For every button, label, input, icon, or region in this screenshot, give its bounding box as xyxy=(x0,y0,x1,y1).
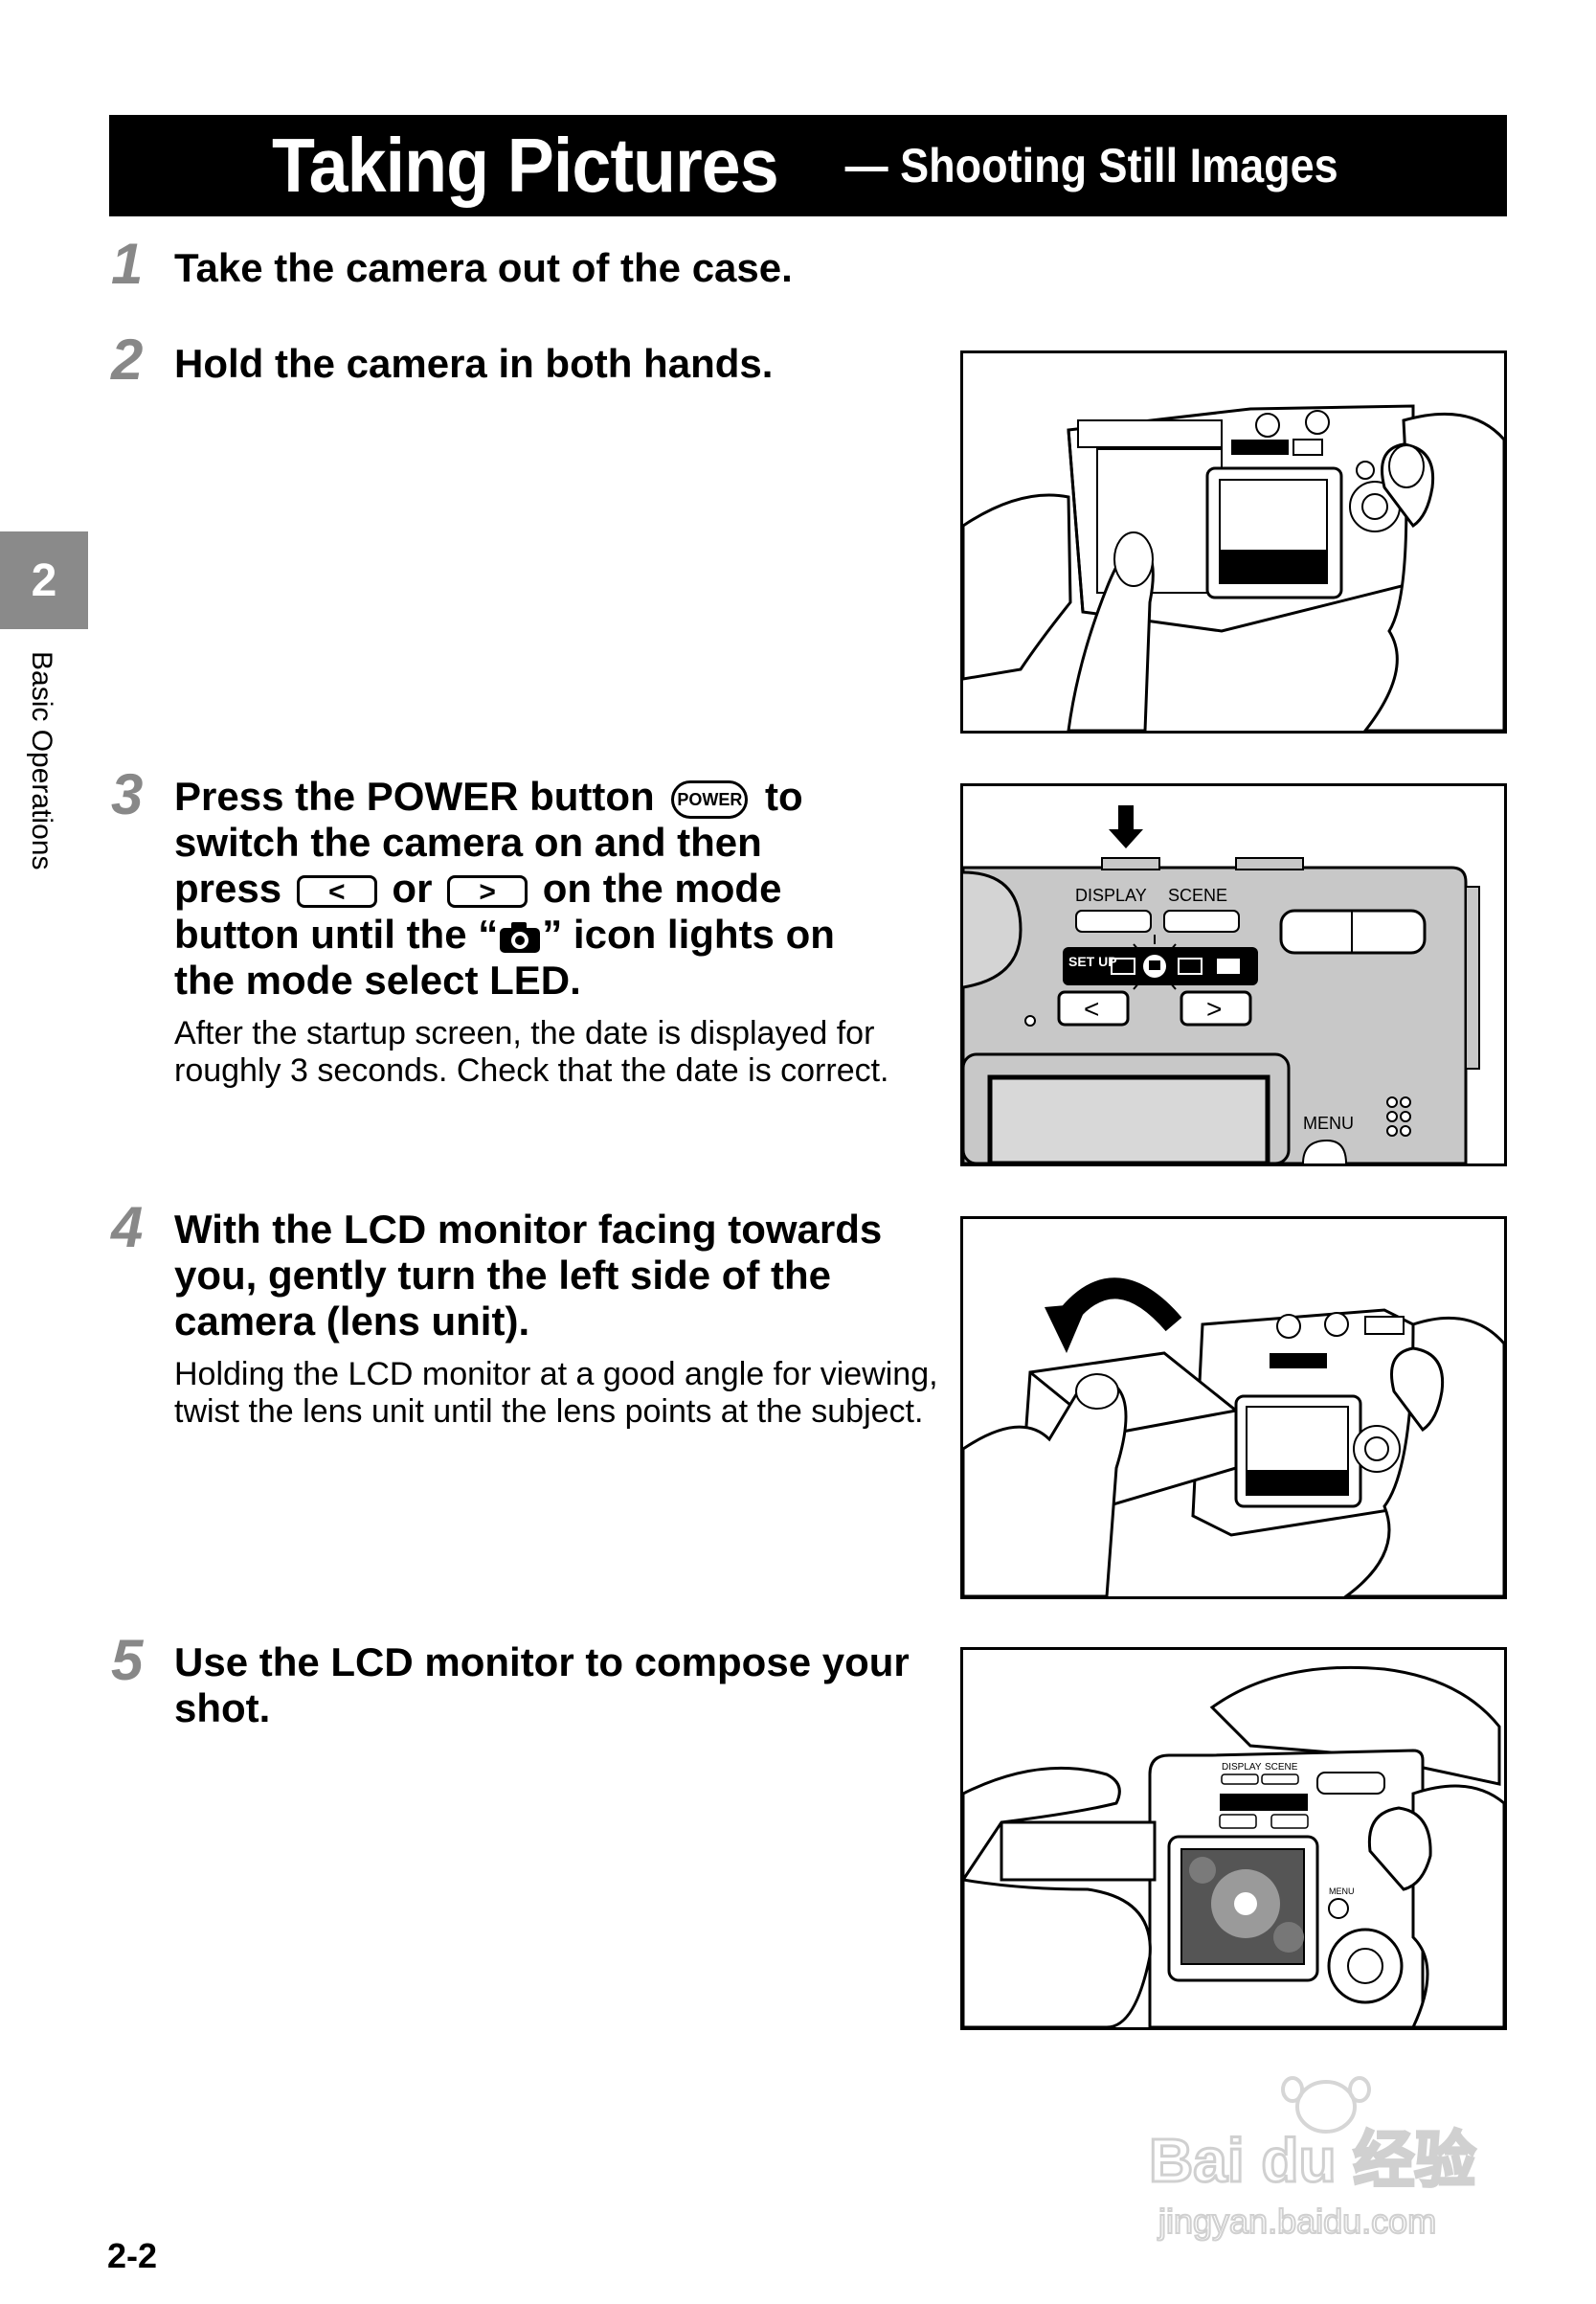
page-subtitle: — Shooting Still Images xyxy=(844,139,1338,192)
setup-label: SET UP xyxy=(1068,954,1117,969)
step-3-heading-line5: the mode select LED. xyxy=(174,958,581,1003)
step-3-heading-part2: to xyxy=(765,774,803,819)
mode-buttons-illustration: DISPLAY SCENE SET UP < > MENU xyxy=(963,786,1504,1163)
step-2-heading: Hold the camera in both hands. xyxy=(174,341,774,386)
display-button xyxy=(1075,910,1152,933)
fig5-display-label: DISPLAY xyxy=(1222,1762,1262,1773)
step-5-number: 5 xyxy=(111,1628,144,1692)
step-3-heading: Press the POWER button POWER to switch t… xyxy=(174,774,940,1004)
figure-compose-shot: DISPLAY SCENE MENU xyxy=(960,1647,1507,2030)
left-button-icon: < xyxy=(296,874,377,908)
hold-camera-illustration xyxy=(963,404,1504,731)
display-label: DISPLAY xyxy=(1075,886,1147,905)
baidu-watermark-logo: Bai du 经验 jingyan.baidu.com xyxy=(1148,2076,1477,2242)
fig-left-button xyxy=(1057,990,1130,1027)
chapter-tab: 2 xyxy=(0,531,88,629)
scene-label: SCENE xyxy=(1168,886,1227,905)
title-banner: Taking Pictures — Shooting Still Images xyxy=(109,115,1507,216)
step-3-heading-mode: on the mode xyxy=(542,866,782,911)
page-title: Taking Pictures xyxy=(272,123,779,208)
fig5-menu-label: MENU xyxy=(1329,1886,1355,1896)
menu-label: MENU xyxy=(1303,1114,1354,1133)
step-3-heading-press: press xyxy=(174,866,282,911)
step-3-heading-line4b: ” icon lights on xyxy=(542,912,835,957)
step-4-heading: With the LCD monitor facing towards you,… xyxy=(174,1207,883,1344)
scene-button xyxy=(1163,910,1240,933)
fig5-scene-label: SCENE xyxy=(1265,1762,1298,1773)
fig-right-button-label: > xyxy=(1206,994,1222,1024)
right-button-icon: > xyxy=(447,874,528,908)
figure-mode-buttons: DISPLAY SCENE SET UP < > MENU xyxy=(960,783,1507,1166)
step-5-heading: Use the LCD monitor to compose your shot… xyxy=(174,1639,910,1730)
step-3-body: After the startup screen, the date is di… xyxy=(174,1015,889,1089)
step-3-heading-line2: switch the camera on and then xyxy=(174,820,762,865)
power-button-icon: POWER xyxy=(671,779,749,819)
step-3-heading-line4a: button until the “ xyxy=(174,912,499,957)
fig-right-button xyxy=(1180,990,1252,1027)
figure-hold-camera xyxy=(960,350,1507,734)
rotate-arrow-icon xyxy=(1045,1303,1088,1353)
fig-left-button-label: < xyxy=(1084,994,1099,1024)
camera-icon xyxy=(500,921,541,953)
chapter-label: Basic Operations xyxy=(26,651,57,870)
step-3-heading-or: or xyxy=(392,866,433,911)
step-2-number: 2 xyxy=(111,328,144,392)
figure-twist-lens xyxy=(960,1216,1507,1599)
step-4-body: Holding the LCD monitor at a good angle … xyxy=(174,1356,938,1430)
watermark-url: jingyan.baidu.com xyxy=(1158,2202,1436,2241)
page-number: 2-2 xyxy=(107,2236,158,2275)
step-3-heading-part1: Press the POWER button xyxy=(174,774,655,819)
compose-shot-illustration: DISPLAY SCENE MENU xyxy=(963,1665,1504,2027)
watermark-logo-text: Bai du 经验 xyxy=(1149,2126,1475,2195)
step-3-number: 3 xyxy=(111,762,144,826)
step-4-number: 4 xyxy=(111,1195,144,1259)
step-1-heading: Take the camera out of the case. xyxy=(174,245,793,290)
twist-lens-illustration xyxy=(963,1277,1504,1596)
step-1-number: 1 xyxy=(111,232,144,296)
